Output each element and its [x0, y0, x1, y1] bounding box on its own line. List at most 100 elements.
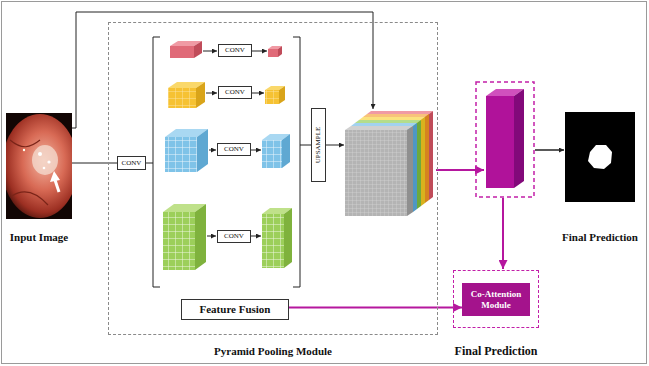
feature-cube	[168, 82, 205, 108]
cube-face	[514, 89, 524, 188]
wire	[252, 93, 264, 94]
dashed-frame	[476, 82, 534, 197]
cube-face	[196, 82, 205, 108]
prediction-region: Final PredictionCo-Attention Module	[453, 270, 539, 328]
conv-box: CONV	[217, 230, 251, 243]
cube-face	[417, 120, 421, 209]
feature-cube	[262, 134, 290, 168]
feature-slab	[345, 126, 413, 216]
cube-face	[429, 111, 433, 200]
wire	[251, 150, 261, 151]
node-caption: Final Prediction	[455, 345, 538, 359]
concat-block	[345, 111, 433, 216]
lesion	[32, 145, 58, 175]
highlight	[43, 167, 46, 170]
flow-arrow	[535, 149, 564, 151]
cube-face	[486, 96, 514, 188]
flow-connector	[72, 163, 117, 164]
cube-face	[165, 137, 197, 172]
feature-cube	[262, 208, 292, 268]
cube-face	[195, 204, 206, 270]
conv-box: CONV	[218, 86, 252, 99]
pointer-arrow	[50, 171, 60, 182]
wire	[206, 93, 217, 94]
cube-face	[168, 88, 196, 108]
input-image: Input Image	[6, 113, 72, 219]
cube-face	[262, 214, 284, 268]
wire	[252, 51, 267, 52]
cube-face	[279, 86, 285, 104]
node-caption: Input Image	[10, 231, 68, 244]
cube-face	[359, 117, 425, 120]
feature-cube	[170, 41, 202, 58]
node-label: CONV	[122, 159, 142, 167]
endoscopy-photo	[6, 113, 72, 219]
node-label: CONV	[224, 145, 244, 153]
cube-face	[413, 123, 417, 212]
output-mask: Final Prediction	[565, 112, 635, 202]
cube-face	[278, 46, 282, 57]
conv-box: CONV	[218, 44, 252, 57]
cube-face	[268, 49, 278, 57]
cube-face	[367, 111, 433, 114]
node-label: CONV	[224, 232, 244, 240]
flow-arrow	[436, 169, 484, 171]
bracket	[293, 37, 300, 287]
wire	[300, 145, 311, 146]
cube-face	[363, 114, 429, 117]
cube-face	[282, 134, 290, 168]
pointer-arrow	[55, 180, 59, 192]
node-label: UPSAMPLE	[314, 127, 322, 164]
module-region: Pyramid Pooling ModuleCONVCONVCONVCONVCO…	[108, 22, 438, 335]
node-label: CONV	[225, 46, 245, 54]
node-label: Co-Attention Module	[466, 289, 526, 310]
feature-cube	[163, 204, 206, 270]
tissue	[6, 114, 72, 218]
wire	[146, 163, 153, 164]
bracket	[153, 37, 160, 287]
skip-line	[72, 12, 373, 128]
wire	[326, 145, 344, 146]
cube-face	[421, 117, 425, 206]
feature-cube	[165, 129, 208, 172]
flow-arrow	[502, 198, 504, 269]
node-caption: Pyramid Pooling Module	[214, 345, 332, 358]
feature-cube	[268, 46, 282, 57]
conv-box: CONV	[217, 143, 251, 156]
mask-blob	[588, 145, 612, 169]
prediction-bar	[486, 89, 524, 188]
upsample-box: UPSAMPLE	[311, 108, 326, 182]
node-caption: Final Prediction	[562, 231, 638, 244]
cube-face	[345, 130, 407, 216]
highlight	[23, 149, 25, 151]
cube-face	[194, 41, 202, 58]
node-label: Feature Fusion	[200, 303, 271, 316]
highlight	[47, 160, 50, 163]
cube-face	[170, 46, 194, 58]
flow-connector	[289, 307, 462, 309]
mask-ground	[565, 112, 635, 202]
highlight	[38, 152, 42, 156]
cube-face	[407, 126, 413, 216]
cube-face	[163, 212, 195, 270]
feature-cube	[265, 86, 285, 104]
fusion-box: Feature Fusion	[181, 299, 289, 320]
wire	[207, 236, 216, 237]
wire	[251, 236, 261, 237]
cube-face	[197, 129, 208, 172]
cube-face	[425, 114, 429, 203]
wire	[209, 150, 216, 151]
cube-face	[265, 90, 279, 104]
wire	[203, 51, 217, 52]
cube-face	[355, 120, 421, 123]
node-label: CONV	[225, 88, 245, 96]
conv-box: CONV	[117, 156, 146, 170]
attention-box: Co-Attention Module	[462, 283, 530, 316]
cube-face	[351, 123, 417, 126]
cube-face	[284, 208, 292, 268]
cube-face	[262, 140, 282, 168]
